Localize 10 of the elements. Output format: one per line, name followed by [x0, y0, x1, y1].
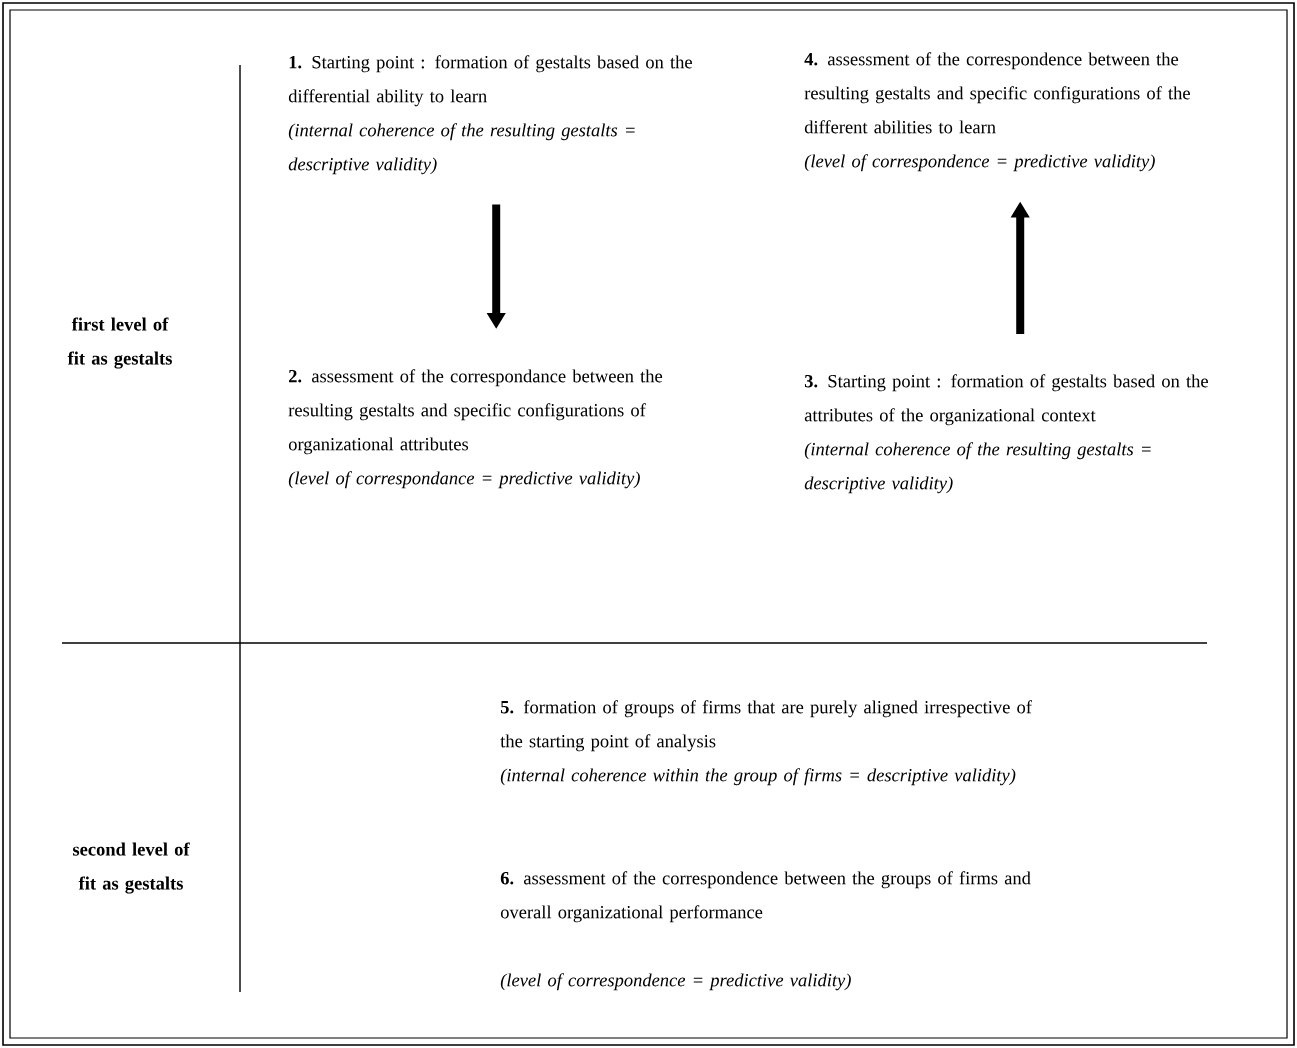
level-label: first level of fit as gestalts	[67, 317, 172, 369]
step-text: 6. assessment of the correspondence between the groups of firms and overall organizational performance	[500, 871, 1031, 923]
step-text: 2. assessment of the correspondance between the resulting gestalts and specific configurations of organizational attributes (level of correspondance = predictive validity)	[288, 369, 663, 489]
step-text: 1. Starting point : formation of gestalts based on the differential ability to learn (internal coherence of the resulting gestalts = descriptive validity)	[288, 55, 692, 175]
level-label: second level of fit as gestalts	[73, 842, 190, 894]
step-note: (level of correspondence = predictive validity)	[500, 973, 851, 991]
step-text: 4. assessment of the correspondence between the resulting gestalts and specific configurations of the different abilities to learn (level of correspondence = predictive validity)	[804, 52, 1190, 172]
step-note: (internal coherence within the group of firms = descriptive validity)	[500, 768, 1016, 786]
step-text: 3. Starting point : formation of gestalts based on the attributes of the organizational context (internal coherence of the resulting gestalts = descriptive validity)	[804, 374, 1208, 494]
step-text: 5. formation of groups of firms that are purely aligned irrespective of the starting point of analysis	[500, 700, 1032, 752]
